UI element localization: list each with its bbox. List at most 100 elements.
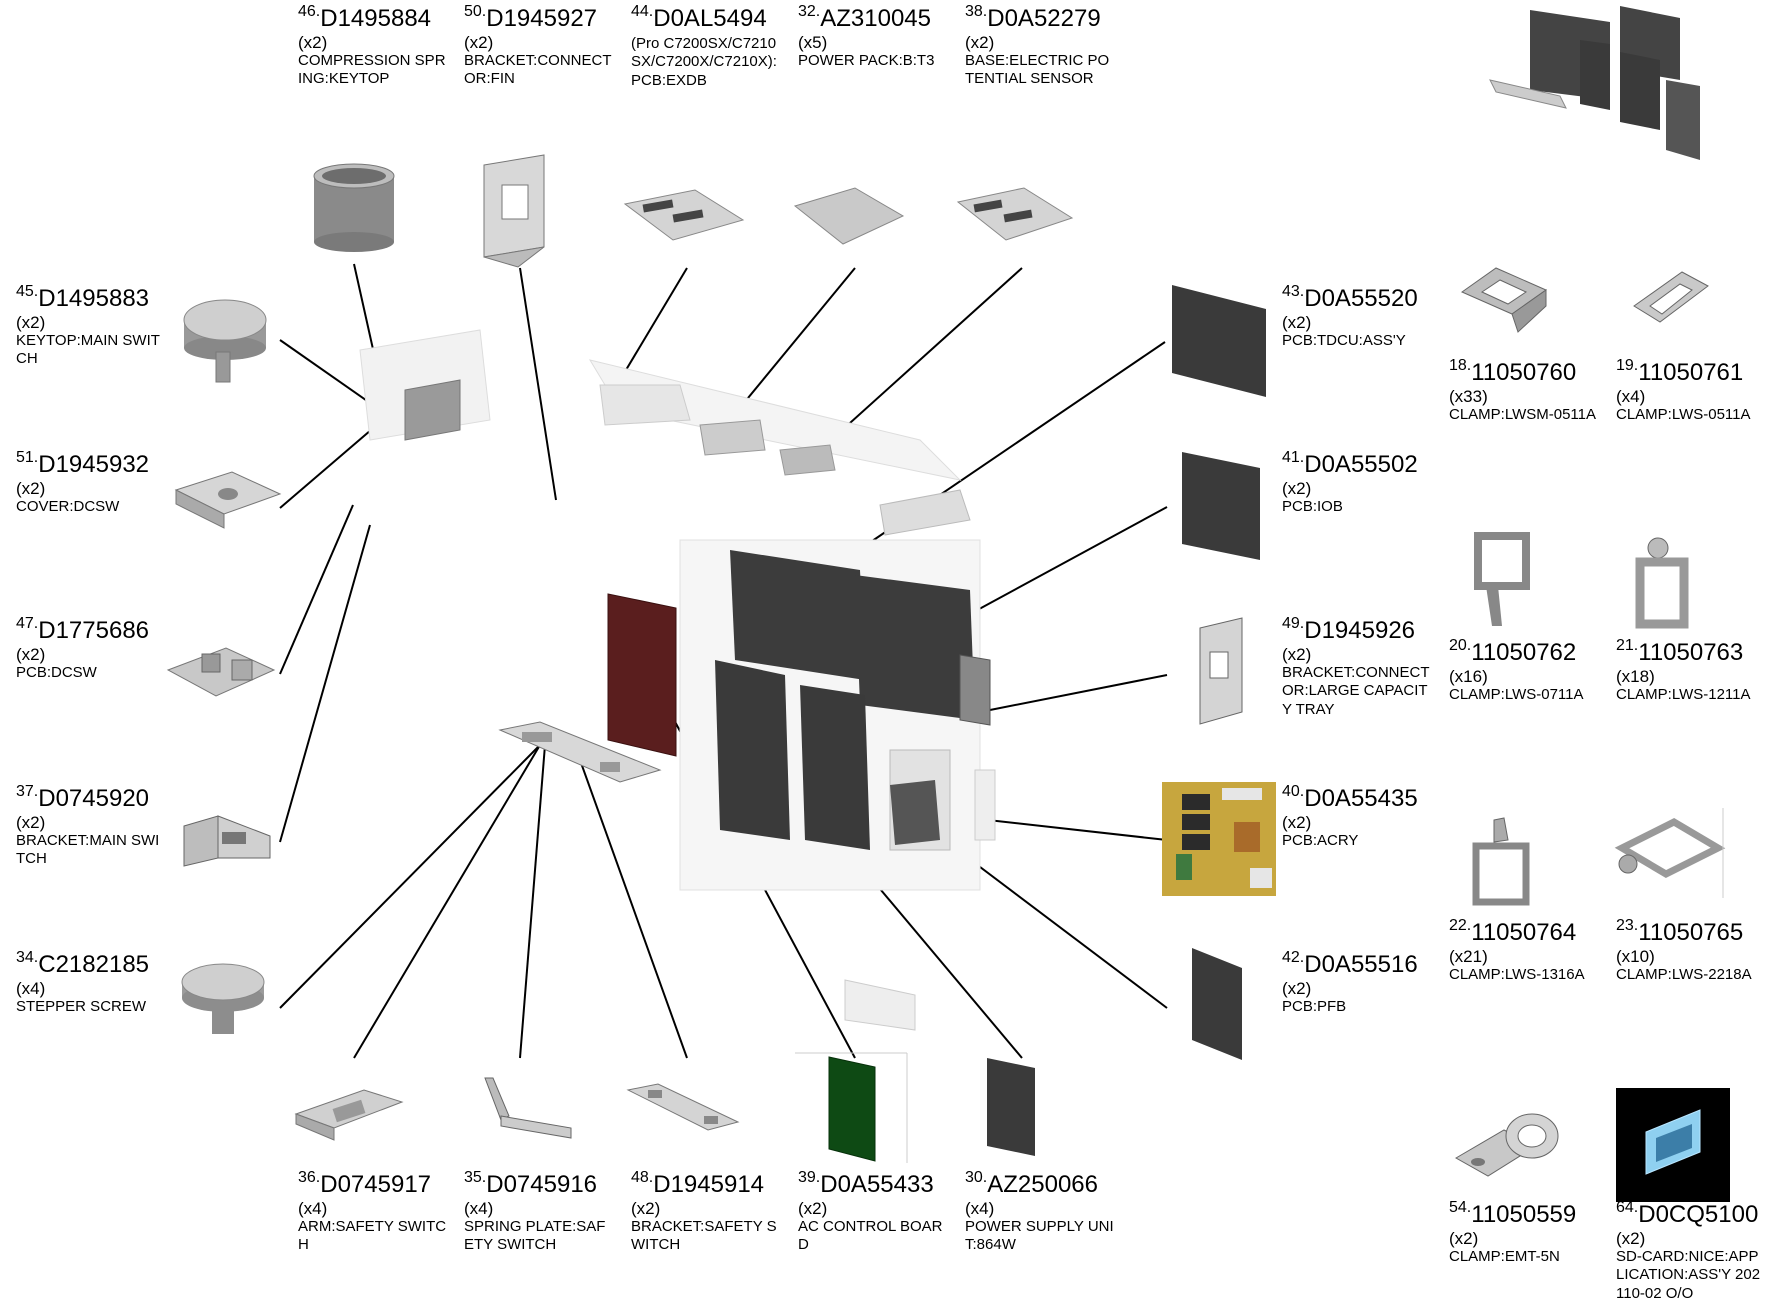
part-quantity: (x2) — [16, 645, 46, 665]
part-number: 37.D0745920 — [16, 783, 150, 812]
part-label-19: 19.11050761 (x4) CLAMP:LWS-0511A — [1616, 357, 1766, 424]
pfb-pcb-image — [1190, 946, 1246, 1062]
part-quantity: (x4) — [464, 1199, 494, 1219]
part-description: CLAMP:LWS-0711A — [1449, 686, 1584, 704]
part-description: COVER:DCSW — [16, 498, 120, 516]
clamp-lws-2218a-image — [1614, 808, 1726, 898]
part-description: BRACKET:SAFETY SWITCH — [631, 1218, 777, 1254]
part-description: CLAMP:LWS-2218A — [1616, 966, 1752, 984]
part-quantity: (x2) — [1282, 979, 1312, 999]
part-label-48: 48.D1945914 (x2) BRACKET:SAFETY SWITCH — [631, 1169, 781, 1255]
main-switch-bracket-image — [178, 802, 274, 874]
leader-34 — [279, 744, 541, 1009]
part-label-38: 38.D0A52279 (x2) BASE:ELECTRIC POTENTIAL… — [965, 3, 1115, 89]
tdcu-pcb-image — [1170, 283, 1270, 399]
part-description: (Pro C7200SX/C7210SX/C7200X/C7210X):PCB:… — [631, 35, 777, 89]
part-label-41: 41.D0A55502 (x2) PCB:IOB — [1282, 449, 1432, 516]
part-quantity: (x4) — [298, 1199, 328, 1219]
red-pcb-board — [606, 590, 678, 760]
electric-potential-sensor-base-image — [956, 187, 1074, 242]
part-quantity: (x2) — [1616, 1229, 1646, 1249]
part-description: PCB:TDCU:ASS'Y — [1282, 332, 1406, 350]
part-number: 35.D0745916 — [464, 1169, 598, 1198]
leader-44 — [619, 267, 688, 381]
part-quantity: (x2) — [298, 33, 328, 53]
part-quantity: (x33) — [1449, 387, 1488, 407]
stepper-screw-image — [180, 962, 266, 1038]
leader-51 — [279, 417, 386, 509]
part-description: SD-CARD:NICE:APPLICATION:ASS'Y 202110-02… — [1616, 1248, 1761, 1302]
part-description: CLAMP:LWSM-0511A — [1449, 406, 1596, 424]
part-number: 50.D1945927 — [464, 3, 598, 32]
part-quantity: (x2) — [16, 813, 46, 833]
part-description: POWER SUPPLY UNIT:864W — [965, 1218, 1114, 1254]
cable-clamp-emt-5n-image — [1452, 1104, 1562, 1190]
part-label-42: 42.D0A55516 (x2) PCB:PFB — [1282, 949, 1432, 1016]
part-label-37: 37.D0745920 (x2) BRACKET:MAIN SWITCH — [16, 783, 166, 869]
part-number: 20.11050762 — [1449, 637, 1577, 666]
part-label-35: 35.D0745916 (x4) SPRING PLATE:SAFETY SWI… — [464, 1169, 614, 1255]
part-number: 43.D0A55520 — [1282, 283, 1418, 312]
part-description: BASE:ELECTRIC POTENTIAL SENSOR — [965, 52, 1110, 88]
iob-pcb-image — [1180, 450, 1264, 562]
part-label-46: 46.D1495884 (x2) COMPRESSION SPRING:KEYT… — [298, 3, 448, 89]
part-quantity: (x2) — [798, 1199, 828, 1219]
part-label-32: 32.AZ310045 (x5) POWER PACK:B:T3 — [798, 3, 948, 70]
part-description: BRACKET:CONNECTOR:LARGE CAPACITY TRAY — [1282, 664, 1430, 718]
leader-35 — [519, 744, 546, 1059]
part-label-40: 40.D0A55435 (x2) PCB:ACRY — [1282, 783, 1432, 850]
compression-spring-image — [312, 162, 396, 254]
leader-47 — [279, 504, 354, 675]
part-label-54: 54.11050559 (x2) CLAMP:EMT-5N — [1449, 1199, 1599, 1266]
part-description: CLAMP:EMT-5N — [1449, 1248, 1560, 1266]
part-number: 44.D0AL5494 — [631, 3, 767, 32]
part-number: 42.D0A55516 — [1282, 949, 1418, 978]
part-quantity: (x2) — [1449, 1229, 1479, 1249]
part-quantity: (x2) — [1282, 313, 1312, 333]
part-description: ARM:SAFETY SWITCH — [298, 1218, 447, 1254]
part-label-21: 21.11050763 (x18) CLAMP:LWS-1211A — [1616, 637, 1766, 704]
part-number: 49.D1945926 — [1282, 615, 1416, 644]
ac-control-board-image — [795, 1052, 908, 1163]
part-quantity: (x2) — [965, 33, 995, 53]
leader-50 — [519, 267, 557, 501]
part-number: 46.D1495884 — [298, 3, 432, 32]
leader-48 — [579, 759, 688, 1059]
part-number: 36.D0745917 — [298, 1169, 432, 1198]
connector-bracket-fin-image — [478, 154, 550, 268]
part-number: 32.AZ310045 — [798, 3, 932, 32]
part-label-64: 64.D0CQ5100 (x2) SD-CARD:NICE:APPLICATIO… — [1616, 1199, 1766, 1303]
clamp-lws-1211a-image — [1630, 536, 1694, 634]
safety-switch-spring-plate-image — [475, 1076, 575, 1140]
part-number: 22.11050764 — [1449, 917, 1577, 946]
part-description: STEPPER SCREW — [16, 998, 147, 1016]
leader-36 — [353, 744, 541, 1059]
part-number: 48.D1945914 — [631, 1169, 765, 1198]
safety-switch-assembly-image — [498, 721, 662, 784]
part-number: 19.11050761 — [1616, 357, 1744, 386]
part-description: BRACKET:CONNECTOR:FIN — [464, 52, 612, 88]
part-description: CLAMP:LWS-1316A — [1449, 966, 1585, 984]
part-label-18: 18.11050760 (x33) CLAMP:LWSM-0511A — [1449, 357, 1599, 424]
part-description: SPRING PLATE:SAFETY SWITCH — [464, 1218, 606, 1254]
dcsw-cover-image — [172, 470, 282, 532]
safety-switch-bracket-image — [626, 1083, 740, 1134]
power-supply-unit-image — [985, 1056, 1039, 1160]
part-label-20: 20.11050762 (x16) CLAMP:LWS-0711A — [1449, 637, 1599, 704]
part-description: BRACKET:MAIN SWITCH — [16, 832, 160, 868]
clamp-lws-1316a-image — [1470, 817, 1540, 910]
part-number: 51.D1945932 — [16, 449, 150, 478]
part-quantity: (x2) — [16, 313, 46, 333]
part-label-50: 50.D1945927 (x2) BRACKET:CONNECTOR:FIN — [464, 3, 614, 89]
leader-37 — [279, 524, 371, 843]
part-number: 38.D0A52279 — [965, 3, 1101, 32]
part-description: CLAMP:LWS-0511A — [1616, 406, 1751, 424]
part-number: 30.AZ250066 — [965, 1169, 1099, 1198]
dcsw-pcb-image — [166, 640, 276, 706]
acry-pcb-image — [1162, 782, 1276, 896]
part-description: PCB:ACRY — [1282, 832, 1359, 850]
pcb-exdb-image — [623, 189, 745, 242]
sd-card-image — [1616, 1088, 1730, 1202]
part-quantity: (x2) — [1282, 645, 1312, 665]
part-number: 39.D0A55433 — [798, 1169, 934, 1198]
